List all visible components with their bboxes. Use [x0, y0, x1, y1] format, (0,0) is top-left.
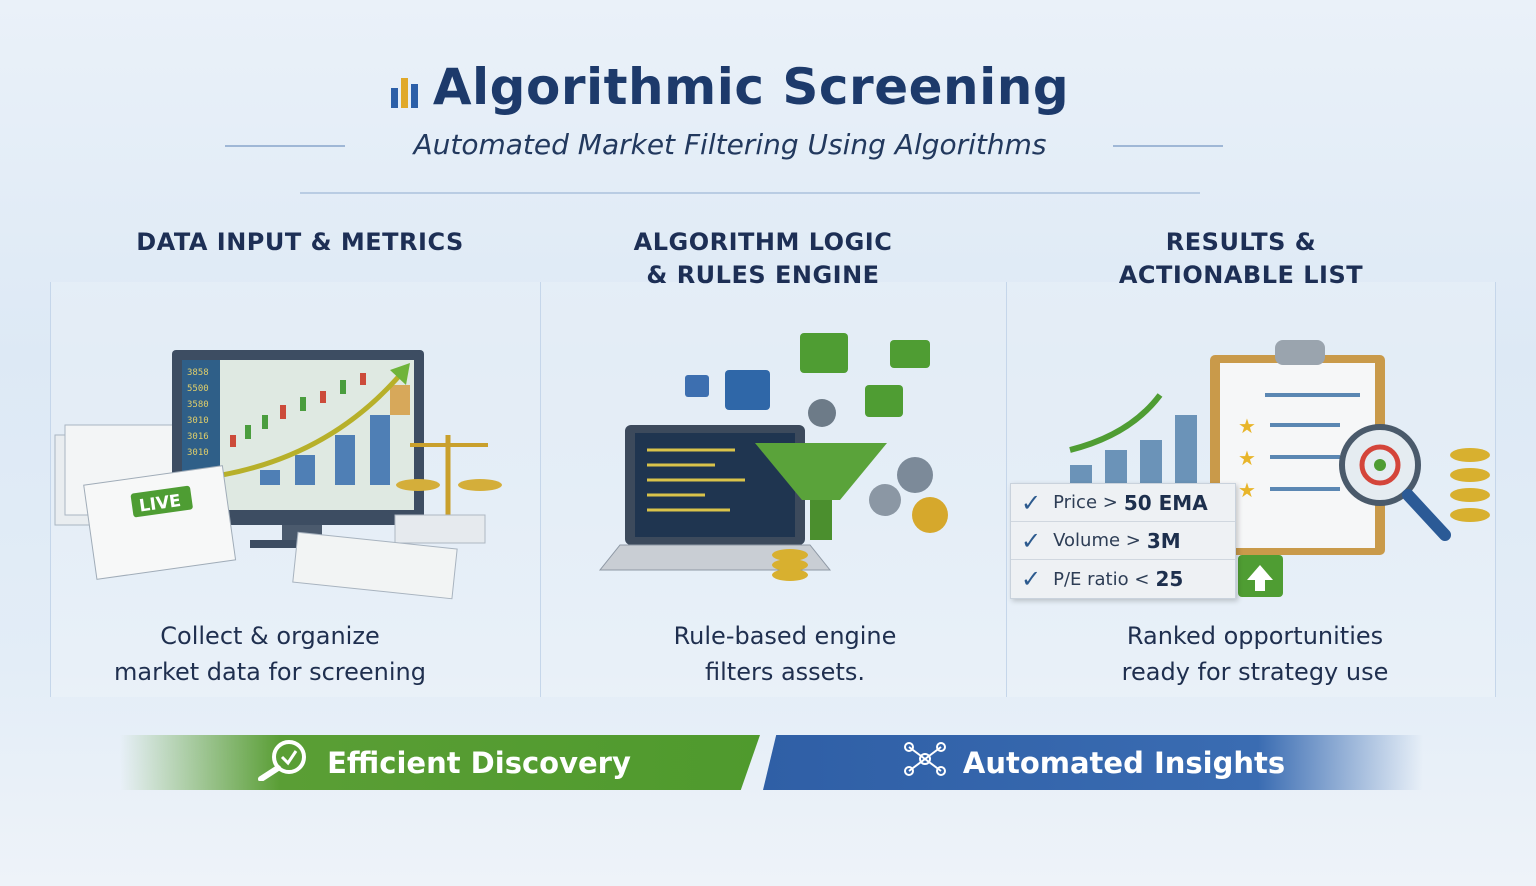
criterion-item: ✓Price >50 EMA [1011, 484, 1235, 522]
column-heading: ALGORITHM LOGIC& RULES ENGINE [633, 228, 893, 289]
divider [300, 192, 1200, 194]
column-heading: DATA INPUT & METRICS [136, 228, 464, 256]
column-algorithm: ALGORITHM LOGIC& RULES ENGINE [540, 220, 1006, 700]
title-text: Algorithmic Screening [432, 58, 1070, 116]
banner-efficient-discovery: Efficient Discovery [120, 735, 760, 790]
svg-text:5500: 5500 [187, 384, 209, 394]
criterion-item: ✓P/E ratio <25 [1021, 565, 1184, 593]
rules-engine-illustration [585, 325, 985, 609]
screening-criteria-list: ✓Price >50 EMA ✓Volume >3M ✓P/E ratio <2… [1010, 483, 1236, 599]
criterion-item: ✓Volume >3M [1011, 522, 1235, 560]
checkmark-icon: ✓ [1021, 526, 1042, 555]
svg-text:3858: 3858 [187, 368, 209, 378]
banner-label: Automated Insights [962, 745, 1286, 780]
column-results: RESULTS &ACTIONABLE LIST [1006, 220, 1496, 700]
svg-text:3016: 3016 [187, 432, 209, 442]
svg-text:3580: 3580 [187, 400, 209, 410]
network-icon [901, 739, 949, 786]
divider [1113, 145, 1223, 147]
svg-text:3010: 3010 [187, 448, 209, 458]
divider [225, 145, 345, 147]
svg-text:★: ★ [1238, 446, 1256, 470]
checkmark-icon: ✓ [1021, 488, 1042, 517]
banner-automated-insights: Automated Insights [763, 735, 1423, 790]
column-data-input: DATA INPUT & METRICS [50, 220, 550, 700]
checkmark-icon: ✓ [1021, 565, 1042, 593]
svg-text:3010: 3010 [187, 416, 209, 426]
results-illustration: ★ ★ ★ [1040, 325, 1500, 609]
page-subtitle: Automated Market Filtering Using Algorit… [413, 128, 1047, 161]
svg-text:★: ★ [1238, 414, 1256, 438]
page-title: Algorithmic Screening [0, 58, 1460, 120]
bar-chart-logo-icon [390, 62, 427, 120]
column-heading: RESULTS &ACTIONABLE LIST [1118, 228, 1364, 289]
magnifier-icon [249, 737, 313, 788]
banner-label: Efficient Discovery [327, 745, 631, 780]
svg-text:★: ★ [1238, 478, 1256, 502]
